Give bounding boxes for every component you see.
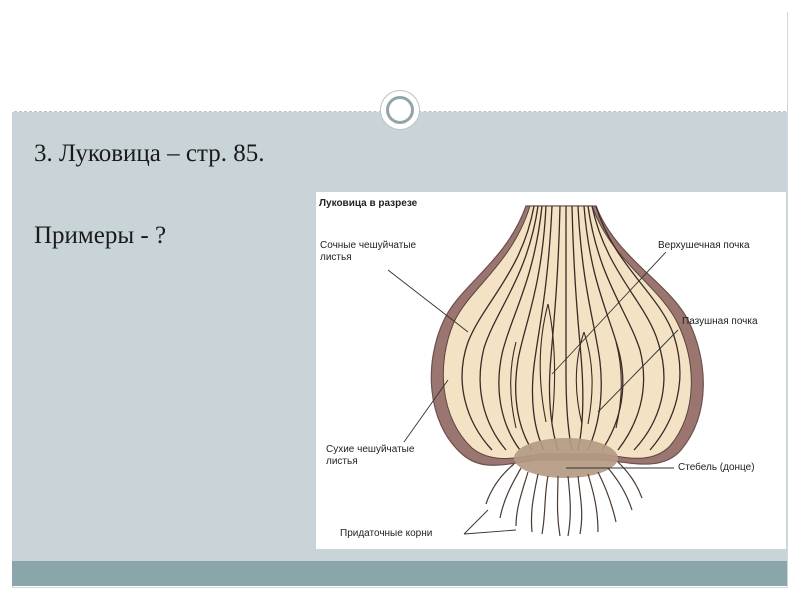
label-succulent-line1: Сочные чешуйчатые xyxy=(320,240,417,251)
label-apical-bud: Верхушечная почка xyxy=(658,240,750,251)
label-succulent-line2: листья xyxy=(320,252,352,263)
scale-leaf-lines xyxy=(461,205,681,451)
adventitious-roots xyxy=(485,461,643,537)
label-succulent-leaves: Сочные чешуйчатые листья xyxy=(320,240,416,264)
label-dry-line1: Сухие чешуйчатые xyxy=(326,444,415,455)
bottom-bar xyxy=(12,561,787,586)
label-dry-line2: листья xyxy=(326,456,358,467)
slide-heading-line: 3. Луковица – стр. 85. xyxy=(34,140,265,167)
circle-ornament-inner xyxy=(386,96,414,124)
bulb-diagram: Луковица в разрезе Сочные чешуйчатые лис… xyxy=(316,192,786,549)
stem-base xyxy=(514,438,618,478)
leader-lines xyxy=(387,251,679,535)
bulb-illustration xyxy=(387,205,704,537)
circle-ornament-icon xyxy=(380,90,420,130)
label-stem: Стебель (донце) xyxy=(678,462,755,473)
label-roots: Придаточные корни xyxy=(340,528,433,539)
label-dry-leaves: Сухие чешуйчатые листья xyxy=(326,444,414,468)
inner-buds xyxy=(510,303,622,429)
slide-question-line: Примеры - ? xyxy=(34,222,167,249)
label-axillary-bud: Пазушная почка xyxy=(682,316,758,327)
diagram-title: Луковица в разрезе xyxy=(319,198,418,209)
